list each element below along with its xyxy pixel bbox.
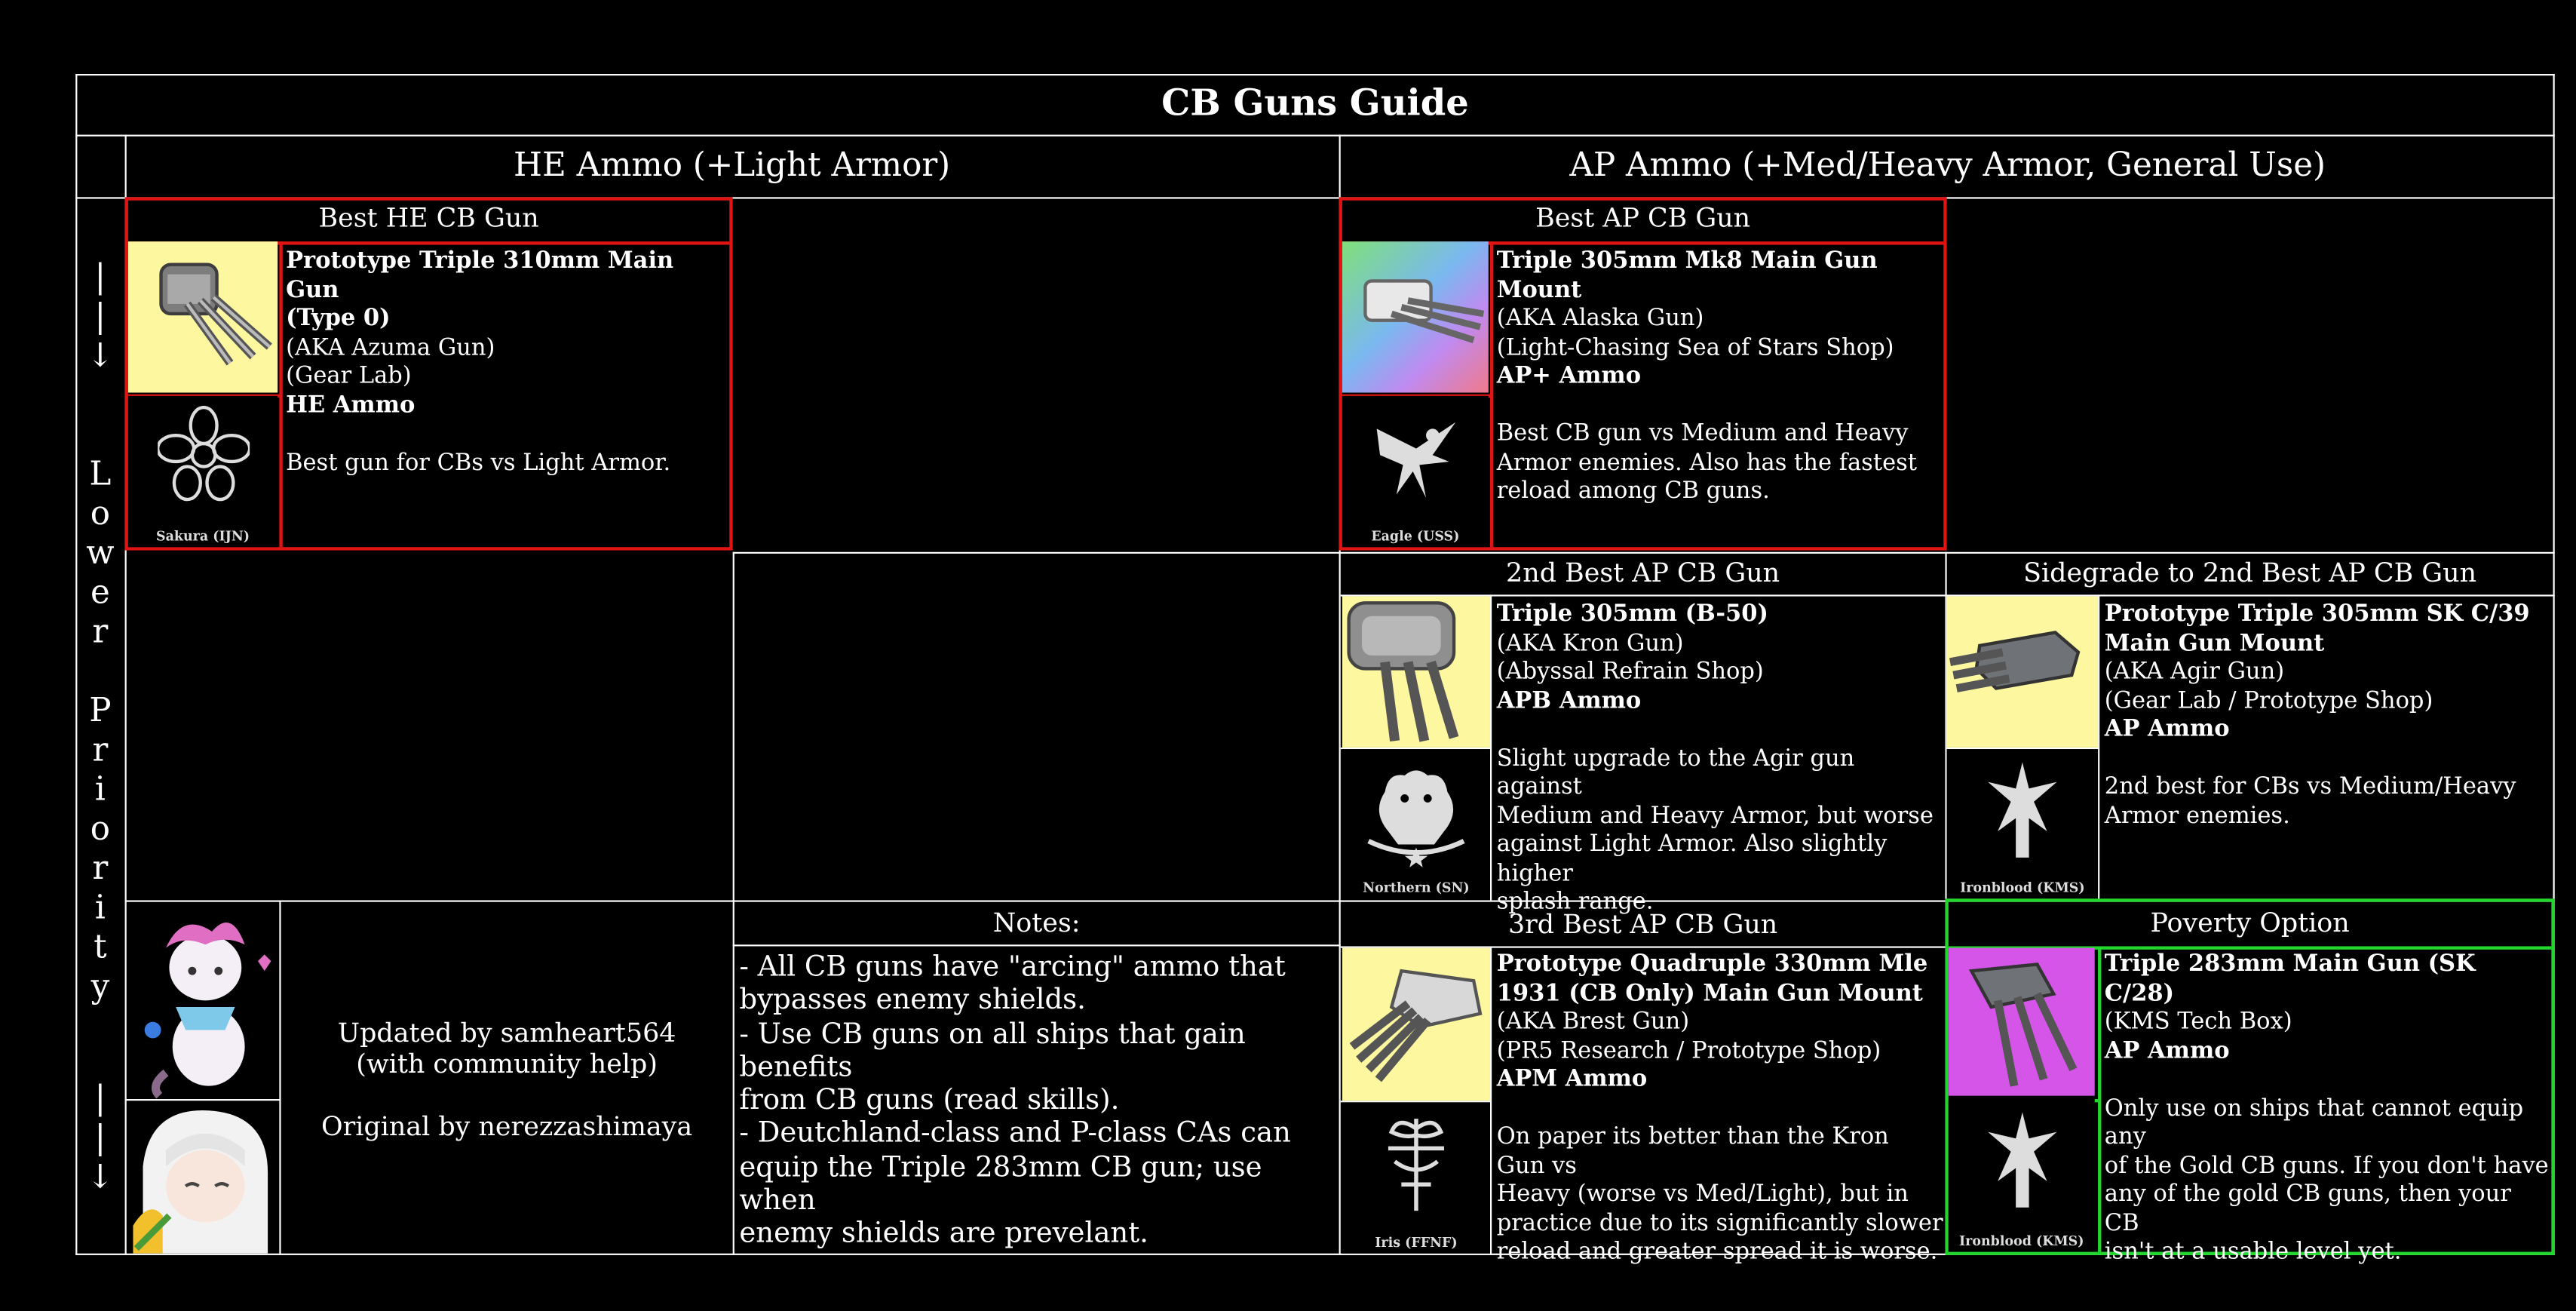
iris-faction-icon: Iris (FFNF) [1342, 1102, 1490, 1254]
gun-name: Prototype Triple 305mm SK C/39 [2104, 601, 2530, 628]
ironblood-faction-icon: Ironblood (KMS) [1948, 1099, 2095, 1252]
gun-name-cont: 1931 (CB Only) Main Gun Mount [1496, 980, 1923, 1006]
gun-description-line: 2nd best for CBs vs Medium/Heavy [2104, 773, 2516, 800]
note-line: bypasses enemy shields. [739, 984, 1086, 1018]
best-ap-header: Best AP CB Gun [1535, 201, 1751, 234]
gun-source: (Gear Lab) [286, 363, 412, 390]
gun-ammo: APB Ammo [1496, 687, 1642, 714]
gun-description: Best gun for CBs vs Light Armor. [286, 449, 671, 476]
poverty-header: Poverty Option [2150, 907, 2350, 938]
gun-description-line: isn't at a usable level yet. [2104, 1239, 2402, 1265]
faction-label: Northern (SN) [1363, 879, 1470, 895]
credit-community: (with community help) [356, 1048, 658, 1079]
gun-image-alaska [1342, 241, 1489, 393]
gun-description-line: Best CB gun vs Medium and Heavy [1496, 420, 1909, 447]
gun-description-line: reload and greater spread it is worse. [1496, 1239, 1938, 1265]
gun-source: (Gear Lab / Prototype Shop) [2104, 687, 2433, 714]
gun-description-line: Heavy (worse vs Med/Light), but in [1496, 1181, 1909, 1208]
faction-label: Sakura (IJN) [156, 527, 250, 544]
notes-list: - All CB guns have "arcing" ammo that by… [739, 951, 1337, 1251]
third-ap-text: Prototype Quadruple 330mm Mle 1931 (CB O… [1497, 951, 1944, 1267]
page-title: CB Guns Guide [1161, 81, 1469, 125]
faction-label: Eagle (USS) [1371, 527, 1460, 544]
note-line: enemy shields are prevelant. [739, 1217, 1148, 1251]
note-line: from CB guns (read skills). [739, 1084, 1120, 1118]
author-avatar-mascot [127, 902, 280, 1099]
gun-source: (Light-Chasing Sea of Stars Shop) [1496, 334, 1894, 361]
gun-description-line: of the Gold CB guns. If you don't have [2104, 1152, 2549, 1179]
he-ammo-header: HE Ammo (+Light Armor) [513, 144, 951, 184]
credits-block: Updated by samheart564 (with community h… [281, 1017, 733, 1142]
eagle-faction-icon: Eagle (USS) [1342, 395, 1489, 548]
faction-label: Ironblood (KMS) [1959, 1232, 2084, 1249]
sidegrade-header: Sidegrade to 2nd Best AP CB Gun [2023, 557, 2477, 588]
gun-name: Prototype Quadruple 330mm Mle [1496, 951, 1928, 978]
gun-source: (Abyssal Refrain Shop) [1496, 659, 1764, 686]
sakura-faction-icon: Sakura (IJN) [127, 395, 278, 548]
note-line: equip the Triple 283mm CB gun; use when [739, 1151, 1262, 1217]
gun-image-brest [1342, 947, 1490, 1101]
priority-arrow-bottom: | | ↓ [86, 1077, 115, 1196]
gun-description-line: reload among CB guns. [1496, 477, 1770, 505]
third-ap-header: 3rd Best AP CB Gun [1507, 908, 1778, 940]
gun-description-line: splash range. [1496, 889, 1654, 916]
faction-label: Ironblood (KMS) [1960, 879, 2085, 895]
credit-original: Original by nerezzashimaya [321, 1110, 693, 1142]
gun-description-line: any of the gold CB guns, then your CB [2104, 1181, 2511, 1236]
gun-name-cont: (Type 0) [286, 305, 391, 332]
gun-image-azuma [127, 241, 278, 393]
best-ap-text: Triple 305mm Mk8 Main Gun Mount (AKA Ala… [1497, 248, 1944, 507]
priority-arrow-top: | | ↓ [86, 256, 115, 375]
gun-name: Prototype Triple 310mm Main Gun [286, 247, 674, 303]
gun-ammo: HE Ammo [286, 391, 416, 419]
note-line: - All CB guns have "arcing" ammo that [739, 951, 1286, 984]
gun-ammo: AP Ammo [2104, 1037, 2230, 1064]
gun-aka: (AKA Agir Gun) [2104, 659, 2285, 686]
ap-ammo-header: AP Ammo (+Med/Heavy Armor, General Use) [1569, 144, 2326, 184]
note-line: - Use CB guns on all ships that gain ben… [739, 1018, 1246, 1085]
gun-aka: (AKA Kron Gun) [1496, 630, 1684, 657]
gun-image-agir [1946, 596, 2099, 748]
ironblood-faction-icon: Ironblood (KMS) [1946, 749, 2099, 899]
credit-updated-by: Updated by samheart564 [337, 1017, 676, 1048]
notes-header: Notes: [992, 907, 1081, 938]
gun-description-line: Medium and Heavy Armor, but worse [1496, 802, 1934, 829]
second-ap-header: 2nd Best AP CB Gun [1506, 557, 1780, 588]
gun-aka: (AKA Brest Gun) [1496, 1009, 1690, 1036]
author-avatar-girl [127, 1101, 280, 1254]
gun-name: Triple 283mm Main Gun (SK C/28) [2104, 951, 2476, 1006]
second-ap-text: Triple 305mm (B-50) (AKA Kron Gun) (Abys… [1497, 601, 1944, 917]
gun-ammo: APM Ammo [1496, 1066, 1648, 1093]
gun-image-kron [1342, 596, 1490, 748]
gun-description-line: against Light Armor. Also slightly highe… [1496, 831, 1888, 886]
gun-image-283 [1948, 947, 2095, 1096]
best-he-text: Prototype Triple 310mm Main Gun (Type 0)… [286, 248, 729, 478]
gun-description-line: practice due to its significantly slower [1496, 1210, 1943, 1236]
gun-name: Triple 305mm Mk8 Main Gun [1496, 247, 1878, 275]
gun-description-line: Only use on ships that cannot equip any [2104, 1095, 2524, 1150]
gun-aka: (AKA Azuma Gun) [286, 334, 495, 361]
gun-ammo: AP Ammo [2104, 716, 2230, 743]
gun-ammo: AP+ Ammo [1496, 363, 1642, 390]
gun-description-line: On paper its better than the Kron Gun vs [1496, 1123, 1889, 1179]
gun-description-line: Armor enemies. [2104, 802, 2290, 829]
gun-name: Triple 305mm (B-50) [1496, 601, 1768, 628]
gun-description-line: Slight upgrade to the Agir gun against [1496, 745, 1855, 800]
best-he-header: Best HE CB Gun [318, 201, 539, 234]
sidegrade-text: Prototype Triple 305mm SK C/39 Main Gun … [2105, 601, 2552, 831]
northern-faction-icon: Northern (SN) [1342, 749, 1490, 899]
priority-label: L o w e r P r i o r i t y [86, 453, 115, 1006]
gun-name-cont: Main Gun Mount [2104, 630, 2325, 657]
gun-description-line: Armor enemies. Also has the fastest [1496, 449, 1918, 476]
gun-source: (PR5 Research / Prototype Shop) [1496, 1037, 1881, 1064]
gun-source: (KMS Tech Box) [2104, 1009, 2292, 1036]
poverty-text: Triple 283mm Main Gun (SK C/28) (KMS Tec… [2105, 951, 2552, 1267]
faction-label: Iris (FFNF) [1375, 1233, 1458, 1251]
gun-name-cont: Mount [1496, 276, 1582, 303]
gun-aka: (AKA Alaska Gun) [1496, 305, 1704, 332]
note-line: - Deutchland-class and P-class CAs can [739, 1118, 1291, 1151]
